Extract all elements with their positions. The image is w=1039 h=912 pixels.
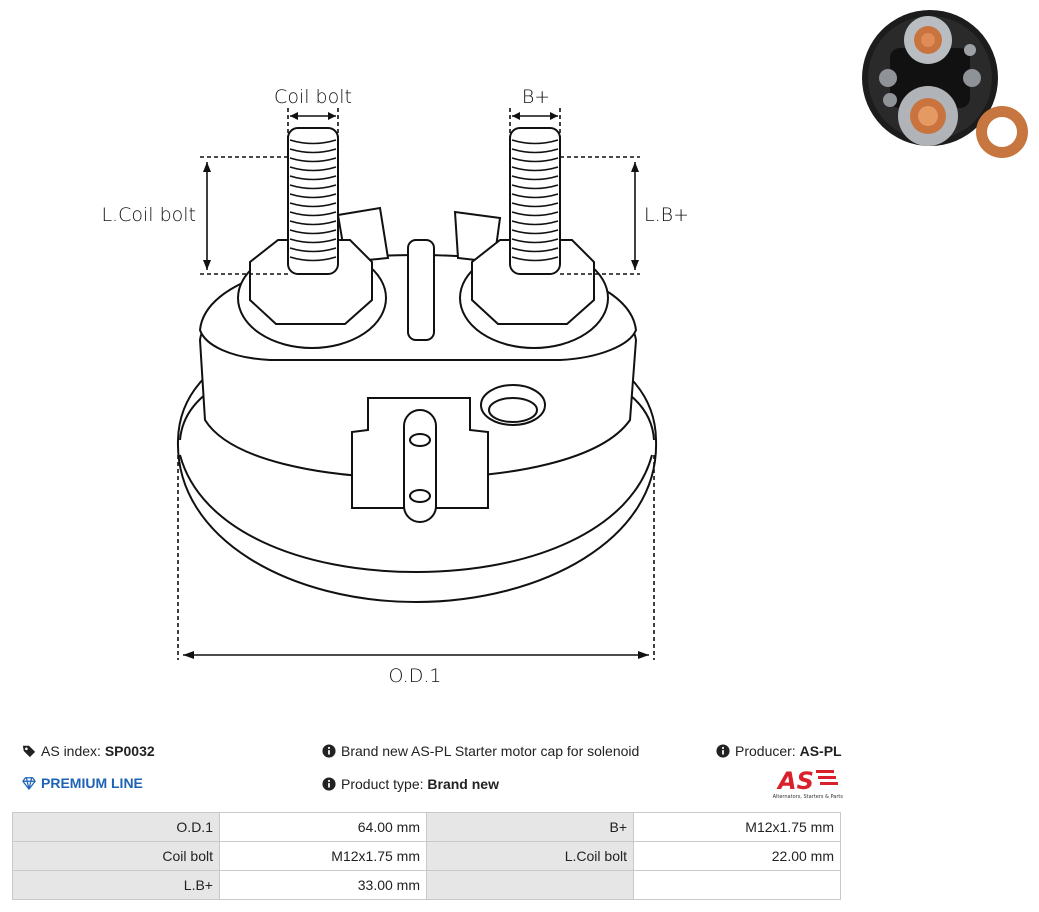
bolt-thread [511, 175, 559, 181]
bolt-thread [511, 148, 559, 154]
mounting-hole-inner [488, 397, 538, 423]
premium-line[interactable]: PREMIUM LINE [22, 775, 143, 791]
tag-icon [22, 745, 36, 758]
l-coil-bolt-label: L.Coil bolt [101, 204, 196, 226]
info-icon [716, 744, 730, 758]
bolt-thread [511, 229, 559, 235]
bolt-thread [511, 157, 559, 163]
bolt-thread [511, 202, 559, 208]
logo-tagline: Alternators, Starters & Parts [773, 794, 844, 800]
spec-value: M12x1.75 mm [219, 841, 427, 871]
spec-value [633, 870, 841, 900]
spec-value: 22.00 mm [633, 841, 841, 871]
connector-hole-top [409, 433, 431, 447]
l-b-plus-label: L.B+ [644, 204, 689, 226]
bolt-thread [289, 211, 337, 217]
technical-drawing: Coil bolt B+ L.Coil bolt L.B+ O.D.1 [101, 86, 689, 687]
bolt-thread [289, 193, 337, 199]
bolt-thread [289, 175, 337, 181]
spec-label: Coil bolt [12, 841, 220, 871]
info-icon [322, 777, 336, 791]
product-type: Product type: Brand new [322, 776, 499, 792]
producer: Producer: AS-PL [716, 743, 842, 759]
bolt-thread [289, 157, 337, 163]
bolt-thread [289, 247, 337, 253]
bolt-thread [289, 229, 337, 235]
product-photo[interactable] [860, 8, 1032, 158]
logo-mark: AS [776, 767, 814, 795]
table-row: O.D.1 64.00 mm B+ M12x1.75 mm [12, 812, 841, 842]
bolt-thread [511, 193, 559, 199]
as-index-label: AS index: [41, 743, 101, 759]
bolt-thread [289, 256, 337, 262]
connector-hole-bottom [409, 489, 431, 503]
spec-value: M12x1.75 mm [633, 812, 841, 842]
bolt-thread [511, 247, 559, 253]
spec-value: 33.00 mm [219, 870, 427, 900]
table-row: L.B+ 33.00 mm [12, 870, 841, 900]
bolt-thread [289, 184, 337, 190]
info-icon [322, 744, 336, 758]
bolt-thread [289, 166, 337, 172]
as-index: AS index: SP0032 [22, 743, 155, 759]
bolt-thread [511, 220, 559, 226]
premium-line-label: PREMIUM LINE [41, 775, 143, 791]
coil-bolt-label: Coil bolt [274, 86, 352, 108]
spec-value: 64.00 mm [219, 812, 427, 842]
spec-table: O.D.1 64.00 mm B+ M12x1.75 mm Coil bolt … [12, 812, 841, 900]
bolt-thread [511, 211, 559, 217]
bolt-thread [511, 139, 559, 145]
spec-label: L.Coil bolt [426, 841, 634, 871]
producer-value: AS-PL [799, 743, 842, 759]
product-type-value: Brand new [427, 776, 499, 792]
bolt-thread [511, 184, 559, 190]
diamond-icon [22, 777, 36, 790]
as-index-value: SP0032 [104, 743, 155, 759]
coil-bolt-shaft [287, 127, 339, 275]
base-flange-edge [179, 454, 653, 574]
bolt-thread [511, 166, 559, 172]
description-text: Brand new AS-PL Starter motor cap for so… [341, 743, 640, 759]
center-rib [407, 239, 435, 341]
table-row: Coil bolt M12x1.75 mm L.Coil bolt 22.00 … [12, 841, 841, 871]
od1-label: O.D.1 [389, 665, 442, 687]
producer-label: Producer: [735, 743, 796, 759]
connector-blade [403, 409, 437, 523]
bolt-thread [289, 220, 337, 226]
bolt-thread [289, 238, 337, 244]
spec-label: B+ [426, 812, 634, 842]
bolt-thread [511, 256, 559, 262]
product-type-label: Product type: [341, 776, 424, 792]
spec-label: L.B+ [12, 870, 220, 900]
spec-label: O.D.1 [12, 812, 220, 842]
spec-label [426, 870, 634, 900]
as-pl-logo[interactable]: AS Alternators, Starters & Parts [760, 765, 845, 801]
bolt-thread [289, 202, 337, 208]
description: Brand new AS-PL Starter motor cap for so… [322, 743, 639, 759]
bolt-thread [289, 139, 337, 145]
bolt-thread [511, 238, 559, 244]
b-plus-label: B+ [522, 86, 550, 108]
bplus-bolt-shaft [509, 127, 561, 275]
bolt-thread [289, 148, 337, 154]
